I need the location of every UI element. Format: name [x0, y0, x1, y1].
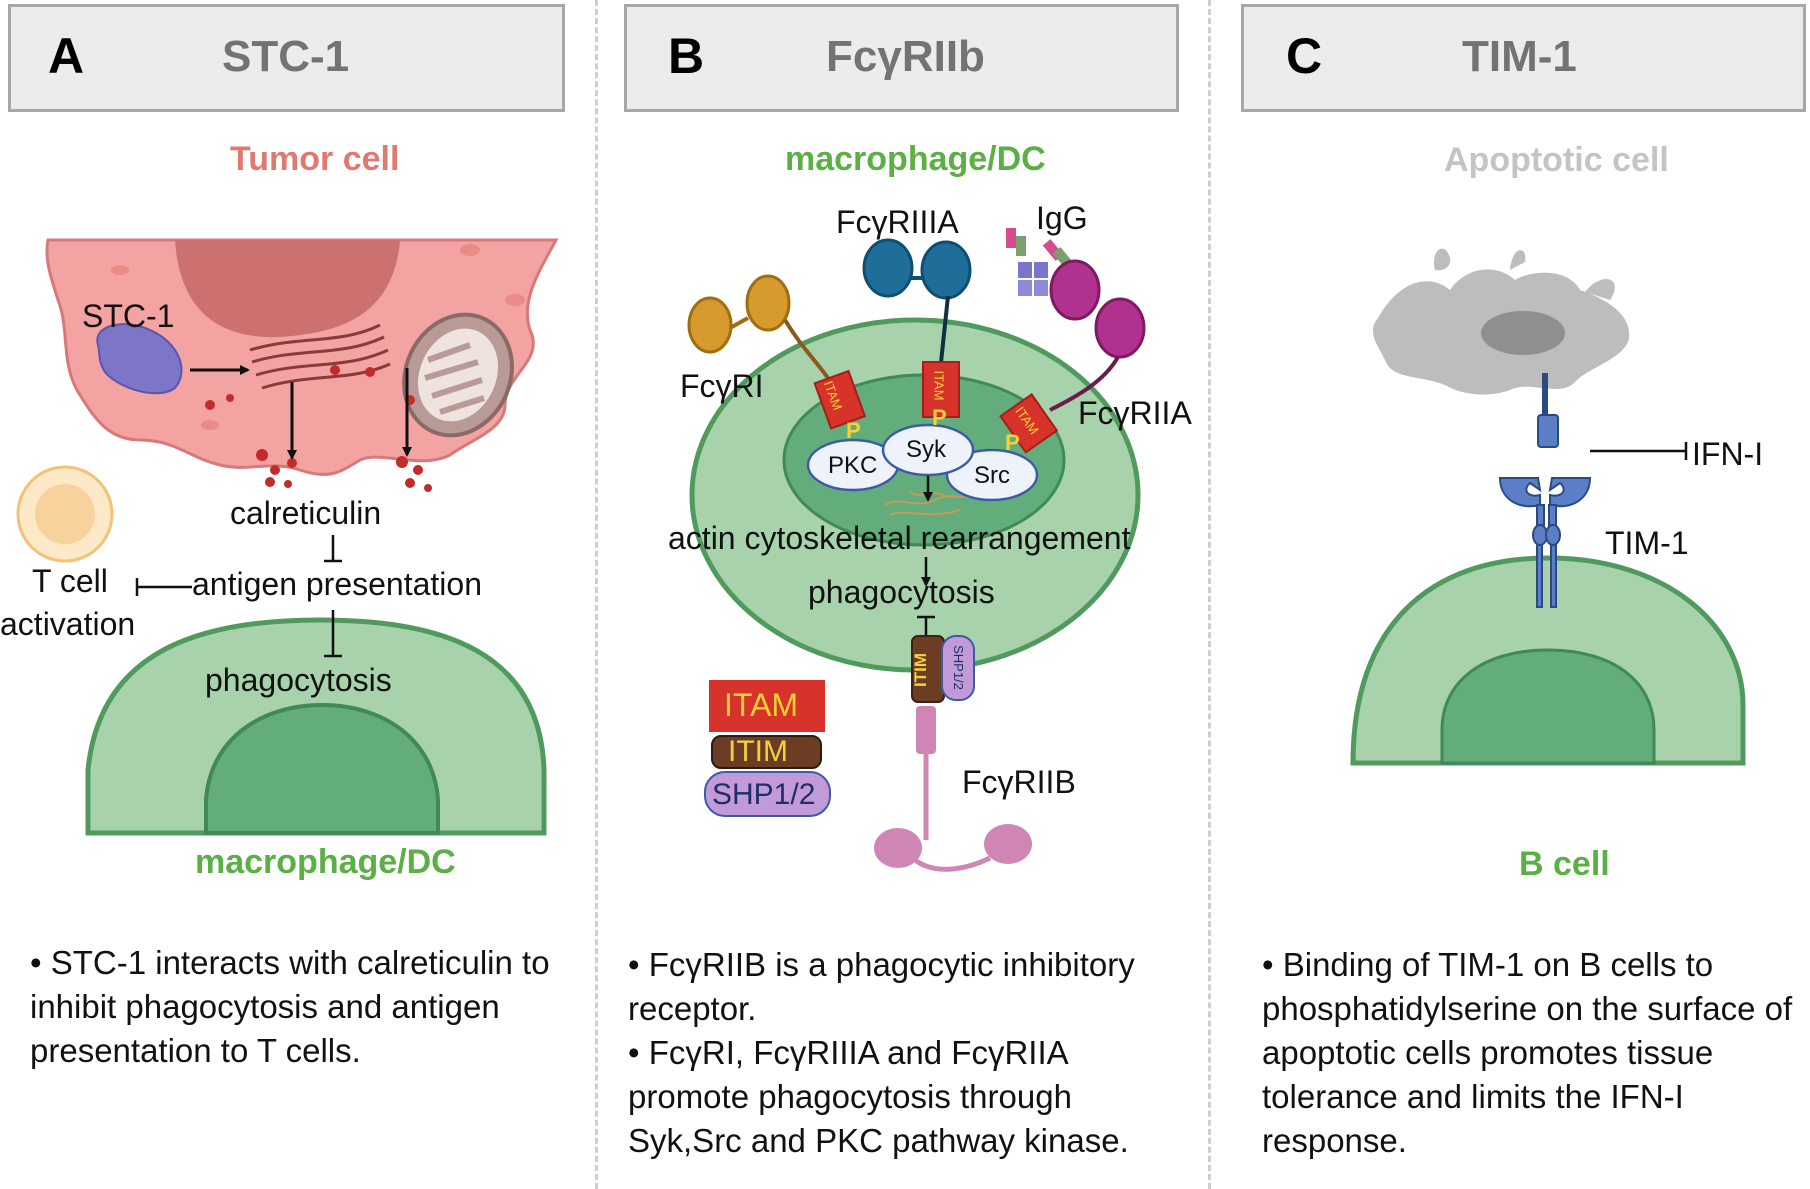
tcell-label-line2: activation [0, 606, 136, 642]
stc1-label: STC-1 [82, 298, 175, 334]
panel-c-letter: C [1286, 28, 1323, 84]
itam-tag-fcgriiia: ITAM [931, 370, 947, 401]
actin-label: actin cytoskeletal rearrangement [668, 520, 1131, 556]
panel-b-description: • FcγRIIB is a phagocytic inhibitory rec… [628, 943, 1188, 1163]
src-oval [945, 448, 1039, 502]
panel-b-title: FcγRIIb [826, 32, 985, 81]
apoptotic-cell [1372, 248, 1630, 395]
tumor-cell-title: Tumor cell [230, 140, 400, 178]
pkc-label: PKC [828, 452, 878, 479]
legend-shp-label: SHP1/2 [712, 778, 816, 811]
inhibition-lines-a [135, 535, 342, 658]
panel-a-letter: A [48, 28, 85, 84]
fcgriiia-receptor [862, 238, 972, 373]
tim1-receptor [1498, 477, 1592, 608]
divider-ab [595, 0, 598, 1189]
fcgriiia-label: FcγRIIIA [836, 204, 959, 240]
divider-bc [1208, 0, 1211, 1189]
panel-a-title: STC-1 [222, 32, 350, 81]
panel-b-description-2: • FcγRI, FcγRIIIA and FcγRIIA promote ph… [628, 1034, 1129, 1159]
legend-itim-box [711, 735, 822, 769]
itim-tag-receptor: ITIM [911, 653, 930, 687]
legend-itam-label: ITAM [724, 687, 799, 723]
t-cell [16, 465, 114, 563]
mitochondrion [402, 312, 514, 438]
itam-fcgriia [999, 393, 1059, 454]
endoplasmic-reticulum [249, 323, 391, 390]
panel-b-description-1: • FcγRIIB is a phagocytic inhibitory rec… [628, 946, 1135, 1027]
phagocytosis-label-b: phagocytosis [808, 574, 995, 610]
legend-shp-box [704, 771, 831, 817]
p-tag-fcgriia: P [1005, 430, 1020, 455]
tcell-label-line1: T cell [32, 563, 108, 599]
antigen-presentation-label: antigen presentation [192, 566, 482, 602]
panel-b-letter: B [668, 28, 705, 84]
macrophage-cell-a [85, 617, 547, 836]
shp-tag-receptor: SHP1/2 [950, 645, 966, 690]
b-cell [1350, 555, 1746, 766]
phosphatidylserine-ligand [1537, 373, 1559, 448]
apoptotic-cell-title: Apoptotic cell [1444, 141, 1669, 179]
panel-c-description: • Binding of TIM-1 on B cells to phospha… [1262, 946, 1793, 1159]
fcgriia-label: FcγRIIA [1078, 395, 1192, 431]
panel-a-header [8, 4, 565, 112]
ifn-inhibition [1590, 442, 1688, 460]
b-cell-title: B cell [1519, 845, 1610, 883]
fcgri-label: FcγRI [680, 368, 764, 404]
tim1-label: TIM-1 [1605, 525, 1689, 561]
calreticulin-label: calreticulin [230, 495, 382, 531]
legend-itim-label: ITIM [728, 735, 788, 768]
legend-itam-box [709, 680, 825, 732]
ifn-label: IFN-I [1692, 436, 1764, 472]
panel-c-title: TIM-1 [1462, 32, 1577, 81]
macrophage-title-b: macrophage/DC [785, 140, 1046, 178]
panel-a-description: • STC-1 interacts with calreticulin to i… [30, 944, 550, 1069]
src-label: Src [974, 462, 1010, 489]
fcgriib-receptor [874, 635, 1032, 872]
igg-label: IgG [1036, 200, 1088, 236]
syk-label: Syk [906, 436, 947, 463]
panel-c-header [1241, 4, 1806, 112]
phagocytosis-label-a: phagocytosis [205, 662, 392, 698]
itam-fcgri [813, 369, 867, 430]
itam-fcgriiia [922, 361, 960, 418]
panel-b-header [624, 4, 1179, 112]
macrophage-title-a: macrophage/DC [195, 843, 456, 881]
fcgriib-label: FcγRIIB [962, 764, 1076, 800]
p-tag-fcgriiia: P [932, 405, 947, 430]
stc1-protein [96, 323, 183, 395]
fcgri-receptor [687, 274, 830, 380]
syk-oval [881, 423, 975, 477]
fcgriia-receptor [1049, 259, 1146, 412]
p-tag-fcgri: P [846, 418, 861, 443]
